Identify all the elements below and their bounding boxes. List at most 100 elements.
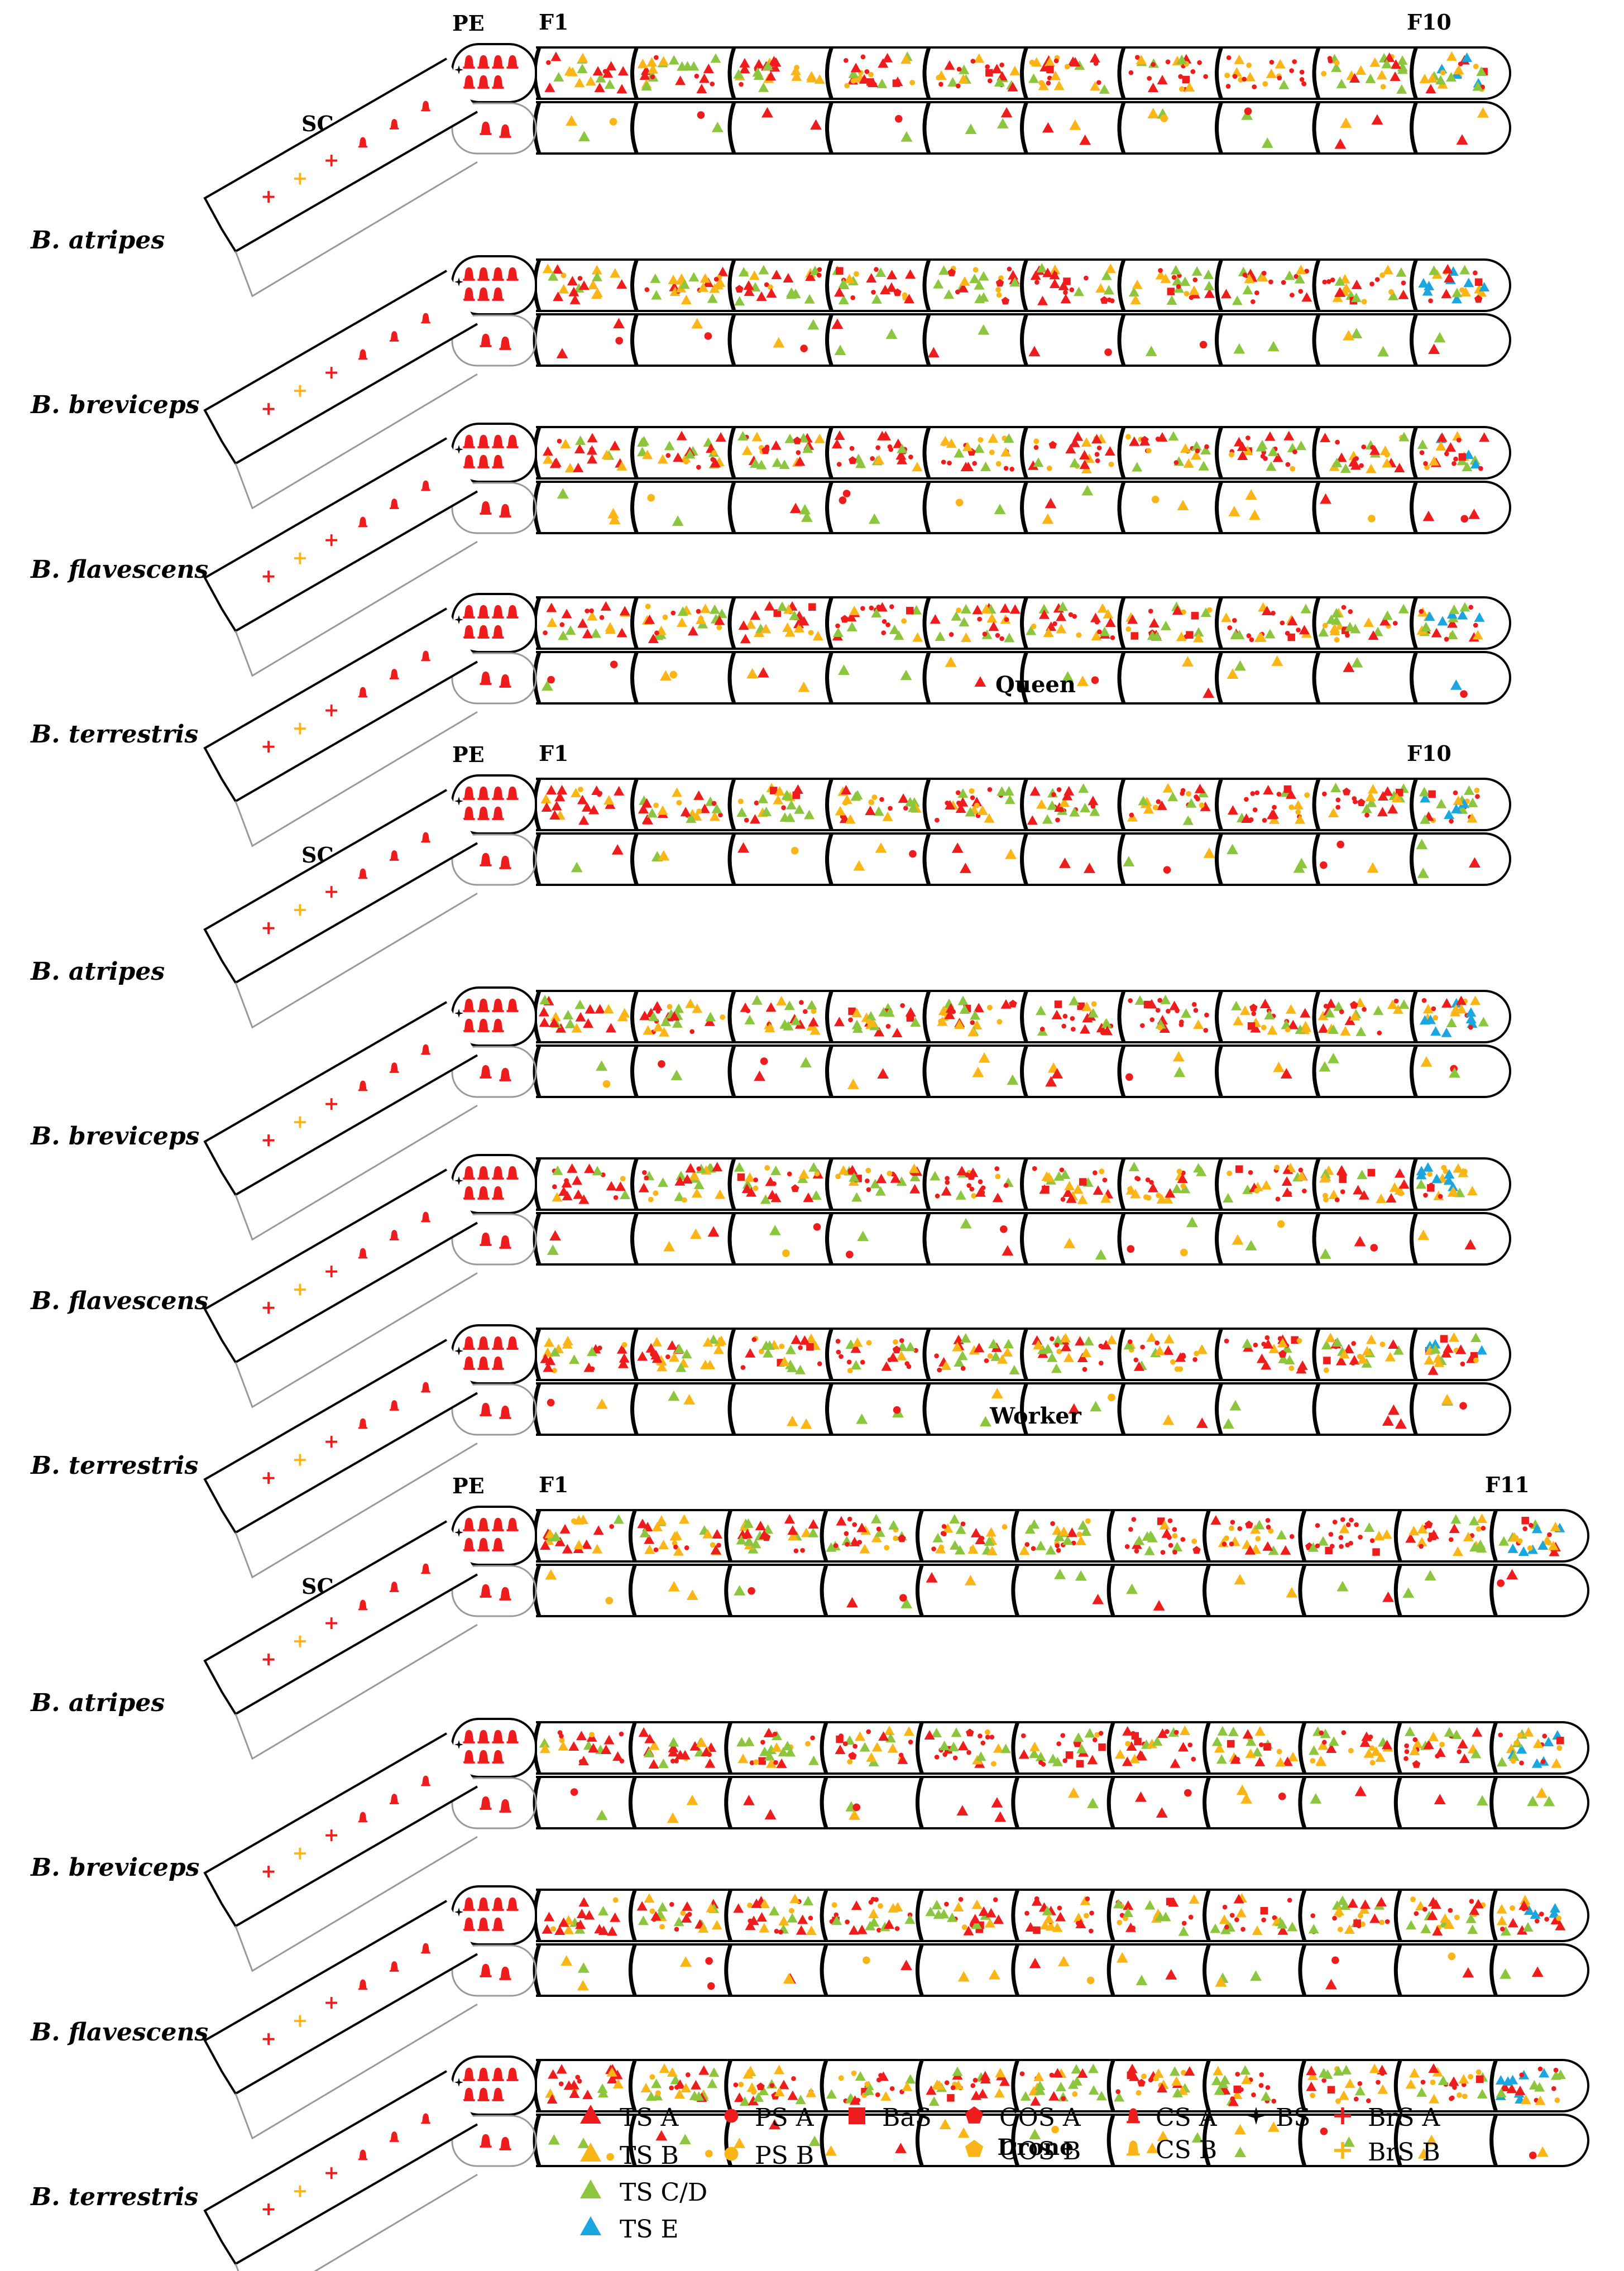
sensillum-mark: [1252, 1925, 1263, 1935]
sensillum-mark: [1376, 1896, 1387, 1906]
legend-entry-brs-a: BrS A: [1334, 2104, 1440, 2132]
sensillum-mark: [1515, 2085, 1526, 2095]
sensillum-mark: [1469, 1899, 1474, 1904]
sensillum-mark: [1354, 1785, 1367, 1796]
sensillum-mark: [1069, 119, 1081, 130]
sensillum-mark: [1148, 618, 1160, 628]
flagellomere-ventral-4: [825, 651, 926, 705]
sensillum-mark: [744, 1014, 755, 1024]
sensillum-mark: [698, 1923, 709, 1933]
flagellomere-ventral-5: [922, 1045, 1023, 1098]
sensillum-mark: [1474, 787, 1480, 793]
flagellomere-ventral-4: [820, 2114, 919, 2167]
sensillum-mark: [1009, 1365, 1020, 1375]
sensillum-mark: [554, 1536, 566, 1546]
chaetic-sensillum-mark: [492, 806, 504, 820]
sensillum-mark: [875, 267, 887, 277]
sensillum-mark: [759, 1923, 770, 1933]
sensillum-mark: [1281, 1343, 1292, 1353]
chaetic-sensillum-mark: [477, 1729, 490, 1743]
sensillum-mark: [1465, 1913, 1477, 1923]
sensillum-mark: [657, 1177, 668, 1187]
sensillum-mark: [785, 1344, 796, 1354]
sensillum-mark: [675, 75, 686, 85]
flagellomere-ventral-5: [915, 1564, 1014, 1617]
flagellomere-ventral-3: [724, 1943, 823, 1997]
sensillum-mark: [959, 276, 970, 286]
flagellomere-dorsal-10: [1393, 1889, 1493, 1942]
sensillum-mark: [1134, 995, 1146, 1005]
sensillum-mark: [803, 1192, 814, 1202]
sensillum-mark: [1444, 273, 1455, 283]
pedicel: [451, 774, 537, 886]
sensillum-mark: [947, 2094, 955, 2102]
sensillum-mark: [1318, 1010, 1329, 1020]
legend-label-ts-b: TS B: [620, 2141, 679, 2170]
sensillum-mark: [1280, 1068, 1292, 1079]
sensillum-mark: [709, 811, 720, 821]
sensillum-mark: [1262, 818, 1267, 823]
sensillum-mark: [1091, 434, 1102, 444]
sensillum-mark: [937, 1367, 942, 1373]
sensillum-mark: [1176, 631, 1187, 641]
sensillum-mark: [592, 66, 603, 76]
sensillum-mark: [1229, 1541, 1234, 1547]
sensillum-mark: [1271, 655, 1283, 666]
sensillum-mark: [590, 628, 601, 638]
sensillum-mark: [1004, 794, 1015, 804]
sensillum-mark: [980, 1740, 986, 1746]
sensillum-mark: [1191, 1538, 1197, 1544]
sensillum-mark: [716, 609, 727, 619]
sensillum-mark: [808, 1527, 819, 1537]
sensillum-mark: [796, 1925, 807, 1935]
sensillum-mark: [644, 287, 650, 293]
sensillum-mark: [1090, 81, 1101, 91]
sensillum-mark: [1444, 1727, 1455, 1737]
sensillum-mark: [984, 1536, 995, 1546]
sensillum-mark: [561, 272, 567, 279]
sensillum-mark: [1539, 2068, 1550, 2078]
sensillum-mark: [612, 2078, 624, 2088]
sensillum-mark: [980, 461, 991, 471]
sensillum-mark: [1357, 1913, 1363, 1919]
sensillum-mark: [997, 118, 1009, 129]
sensillum-mark: [1268, 1545, 1279, 1555]
sensillum-mark: [1330, 277, 1335, 282]
sensillum-mark: [1380, 84, 1386, 90]
sensillum-mark: [750, 458, 761, 468]
sensillum-mark: [1465, 1007, 1477, 1017]
flagellomere-ventral-4: [820, 1564, 919, 1617]
sensillum-mark: [1434, 1357, 1445, 1367]
sensillum-mark: [971, 797, 983, 807]
sensillum-mark: [1450, 679, 1462, 690]
sensillum-mark: [1165, 1188, 1176, 1198]
sensillum-mark: [1446, 1018, 1457, 1028]
sensillum-mark: [951, 1727, 962, 1737]
sensillum-mark: [1184, 1789, 1192, 1797]
sensillum-mark: [1388, 290, 1399, 300]
sensillum-mark: [1268, 279, 1273, 285]
sensillum-mark: [1329, 1544, 1335, 1549]
flagellomere-ventral-7: [1117, 101, 1218, 155]
sensillum-mark: [1056, 787, 1062, 792]
sensillum-mark: [1180, 1248, 1188, 1257]
sensillum-mark: [978, 1052, 990, 1063]
sensillum-mark: [1242, 285, 1253, 295]
sensillum-mark: [569, 294, 581, 304]
flagellomere-ventral-3: [724, 1776, 823, 1829]
sensillum-mark: [1220, 289, 1232, 299]
sensillum-mark: [1336, 1580, 1349, 1592]
chaetic-sensillum-mark: [421, 1943, 430, 1954]
sensillum-mark: [1359, 1737, 1371, 1747]
sensillum-mark: [1157, 1024, 1163, 1031]
sensillum-mark: [1464, 1239, 1477, 1250]
sensillum-mark: [669, 1901, 674, 1907]
flagellomere-dorsal-8: [1203, 1721, 1301, 1775]
sensillum-mark: [760, 624, 772, 634]
sensillum-mark: [903, 294, 914, 304]
sensillum-mark: [1080, 1526, 1091, 1536]
sensillum-mark: [709, 604, 720, 614]
sensillum-mark: [648, 1012, 659, 1022]
sensillum-mark: [1029, 1741, 1040, 1751]
